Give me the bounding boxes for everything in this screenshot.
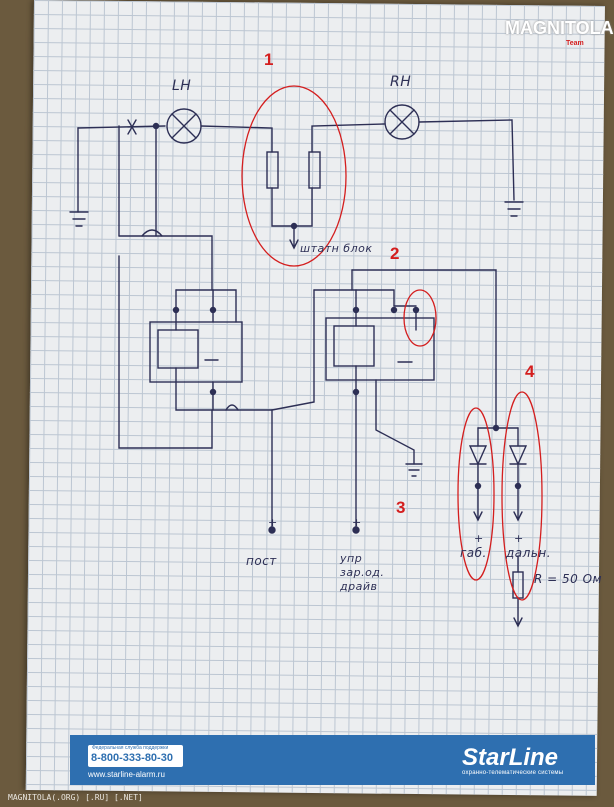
label-plus-gab: + bbox=[474, 532, 484, 545]
label-plus-upr: + bbox=[352, 516, 362, 529]
magnitola-logo: MAGNITOLA bbox=[505, 18, 614, 38]
label-plus-daln: + bbox=[514, 532, 524, 545]
watermark: MAGNITOLA(.ORG) [.RU] [.NET] bbox=[8, 793, 143, 802]
annotation-1: 1 bbox=[264, 50, 274, 69]
annotation-3: 3 bbox=[396, 498, 406, 517]
label-post: пост bbox=[246, 554, 277, 568]
label-daln: дальн. bbox=[506, 546, 552, 560]
support-phone: 8-800-333-80-30 bbox=[91, 752, 173, 764]
starline-tagline: охранно-телематические системы bbox=[462, 770, 564, 776]
support-label: Федеральная служба поддержки bbox=[92, 745, 169, 751]
label-upr-3: драйв bbox=[340, 580, 378, 593]
label-upr-1: упр bbox=[340, 552, 363, 565]
support-box bbox=[88, 745, 183, 767]
annotation-2: 2 bbox=[390, 244, 400, 263]
starline-brand: StarLine bbox=[462, 744, 559, 771]
annotation-4: 4 bbox=[525, 362, 535, 381]
label-shtatn-blok: штатн блок bbox=[300, 242, 373, 255]
label-lh: LH bbox=[172, 78, 192, 94]
label-rh: RH bbox=[390, 74, 412, 90]
magnitola-logo-sub: Team bbox=[566, 40, 584, 47]
label-resistor: R = 50 Ом bbox=[534, 572, 603, 586]
website: www.starline-alarm.ru bbox=[88, 770, 165, 779]
label-plus-post: + bbox=[268, 516, 278, 529]
label-gab: габ. bbox=[460, 546, 487, 560]
label-upr-2: зар.од. bbox=[340, 566, 385, 579]
